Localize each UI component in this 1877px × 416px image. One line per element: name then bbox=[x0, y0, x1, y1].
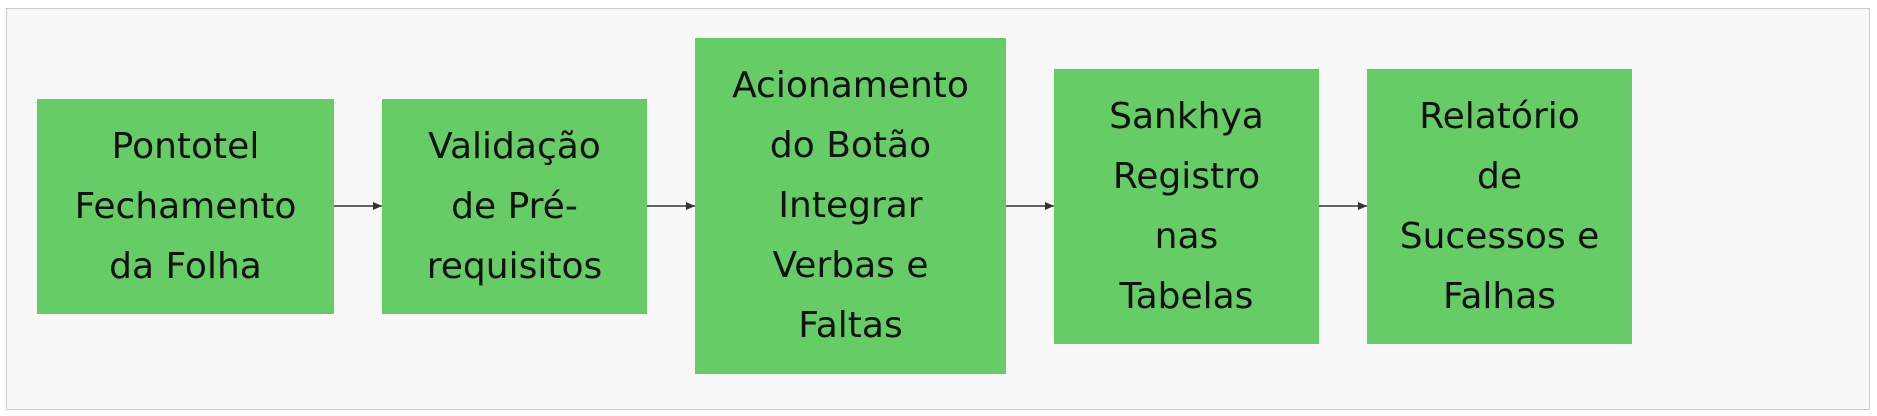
node-relatorio-sucessos: Relatório de Sucessos e Falhas bbox=[1367, 69, 1632, 344]
node-sankhya-registro: Sankhya Registro nas Tabelas bbox=[1054, 69, 1319, 344]
node-label: Pontotel Fechamento da Folha bbox=[74, 125, 297, 287]
node-label: Relatório de Sucessos e Falhas bbox=[1399, 95, 1600, 317]
node-label: Acionamento do Botão Integrar Verbas e F… bbox=[732, 65, 969, 346]
node-validacao-prerequisitos: Validação de Pré- requisitos bbox=[382, 99, 647, 314]
node-label: Validação de Pré- requisitos bbox=[426, 125, 603, 287]
node-acionamento-botao: Acionamento do Botão Integrar Verbas e F… bbox=[695, 38, 1006, 374]
node-label: Sankhya Registro nas Tabelas bbox=[1109, 95, 1264, 317]
node-pontotel-fechamento: Pontotel Fechamento da Folha bbox=[37, 99, 334, 314]
